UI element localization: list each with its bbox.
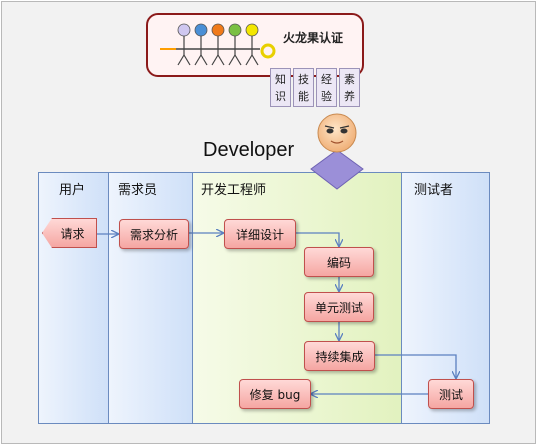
quality-tag-skill: 技能 (293, 68, 314, 107)
step-coding: 编码 (304, 247, 374, 277)
logo-badge: 火龙果认证 (146, 13, 364, 77)
step-request: 请求 (42, 218, 97, 248)
lane-requirements: 需求员 (108, 172, 193, 424)
quality-tag-literacy: 素养 (339, 68, 360, 107)
lane-label-developer: 开发工程师 (201, 183, 267, 198)
step-fix-bug: 修复 bug (239, 379, 311, 409)
logo-text: 火龙果认证 (283, 31, 344, 45)
step-unit-test: 单元测试 (304, 292, 374, 322)
step-requirement-analysis: 需求分析 (119, 219, 189, 249)
step-testing: 测试 (428, 379, 474, 409)
lane-label-tester: 测试者 (414, 183, 454, 198)
stick-figures-icon (160, 23, 276, 66)
quality-tag-knowledge: 知识 (270, 68, 291, 107)
step-continuous-integration: 持续集成 (304, 341, 375, 371)
lane-label-requirements: 需求员 (118, 183, 158, 198)
lane-user: 用户 (38, 172, 109, 424)
quality-tag-experience: 经验 (316, 68, 337, 107)
lane-label-user: 用户 (59, 183, 86, 198)
step-detailed-design: 详细设计 (224, 219, 296, 249)
diagram-title: Developer (203, 139, 295, 161)
